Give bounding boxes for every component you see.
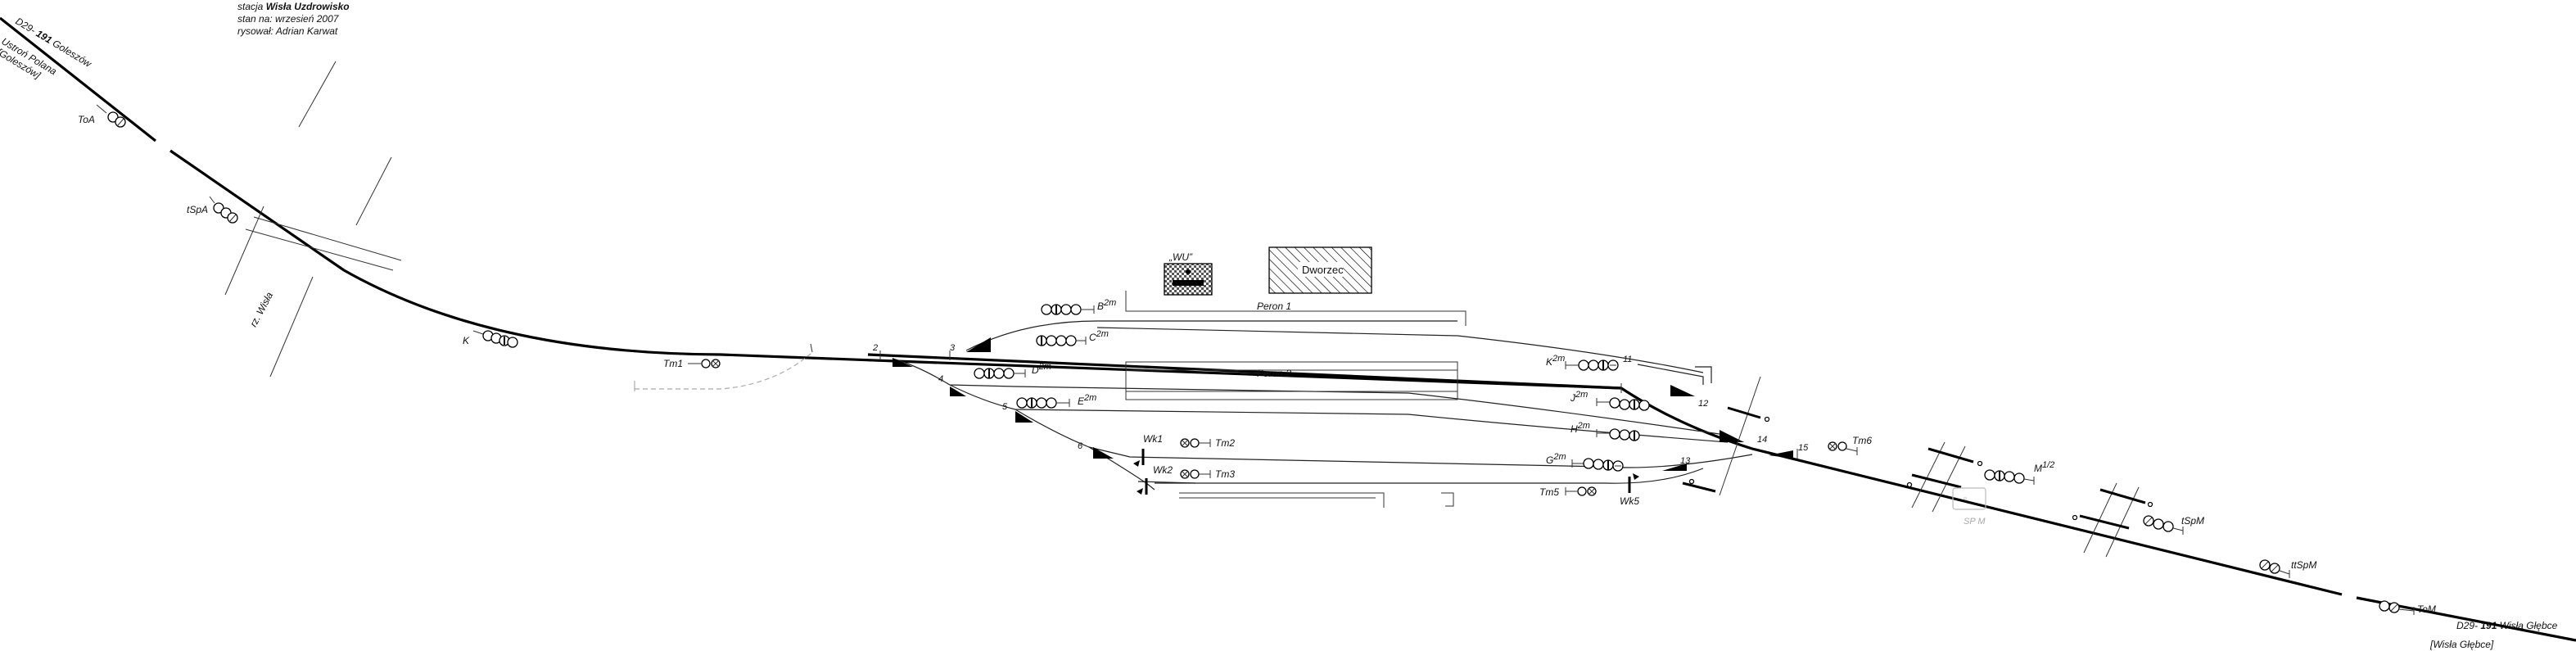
state-date: stan na: wrzesień 2007 bbox=[237, 13, 340, 25]
river-label: rz. Wisła bbox=[247, 290, 275, 328]
signal-tspa: tSpA bbox=[187, 196, 238, 224]
svg-text:M1/2: M1/2 bbox=[2034, 460, 2054, 474]
switch-2: 2 bbox=[872, 343, 878, 353]
line-left-labels: D29- 191 Goleszów Ustroń Polana [Goleszó… bbox=[0, 16, 94, 82]
inactive-siding bbox=[634, 353, 811, 391]
svg-text:Tm3: Tm3 bbox=[1215, 468, 1235, 480]
svg-text:▫: ▫ bbox=[1964, 494, 1967, 504]
signal-m: M1/2 bbox=[1984, 460, 2054, 485]
signal-j: J2m bbox=[1570, 390, 1650, 411]
signal-ttspm: ttSpM bbox=[2259, 559, 2316, 578]
switch-12: 12 bbox=[1698, 399, 1708, 409]
svg-text:H2m: H2m bbox=[1570, 421, 1590, 435]
main-track bbox=[0, 16, 2576, 642]
svg-text:Tm6: Tm6 bbox=[1852, 435, 1872, 446]
signal-k-right: K2m bbox=[1546, 354, 1619, 371]
signal-tm5: Tm5 bbox=[1539, 486, 1597, 498]
signal-wk1: Wk1 bbox=[1133, 433, 1163, 467]
switch-5: 5 bbox=[1002, 402, 1008, 412]
insulation-ticks bbox=[810, 343, 1798, 459]
svg-text:Tm2: Tm2 bbox=[1215, 437, 1235, 449]
svg-text:Tm5: Tm5 bbox=[1539, 486, 1559, 498]
svg-text:Wk1: Wk1 bbox=[1143, 433, 1163, 445]
signal-c: C2m bbox=[1036, 329, 1109, 346]
river-area: rz. Wisła bbox=[224, 61, 402, 377]
station-title: stacja Wisła Uzdrowisko bbox=[237, 1, 350, 12]
switch-13: 13 bbox=[1680, 456, 1691, 466]
signal-wk5: Wk5 bbox=[1620, 473, 1639, 507]
svg-text:Wk5: Wk5 bbox=[1620, 495, 1639, 507]
switch-3: 3 bbox=[950, 343, 956, 353]
svg-text:tSpM: tSpM bbox=[2181, 515, 2204, 527]
sp-m-box: ▫ SP M bbox=[1952, 487, 1986, 527]
switch-4: 4 bbox=[938, 374, 943, 384]
signal-tm2: Tm2 bbox=[1180, 437, 1235, 449]
crossing-mid bbox=[1906, 441, 1983, 513]
platform-2: Peron 2 bbox=[1125, 361, 1458, 400]
author: rysował: Adrian Karwat bbox=[237, 25, 338, 37]
svg-text:J2m: J2m bbox=[1570, 390, 1588, 404]
svg-text:B2m: B2m bbox=[1097, 298, 1116, 312]
level-crossings bbox=[1682, 376, 2153, 558]
svg-text:ToA: ToA bbox=[78, 114, 95, 125]
svg-text:E2m: E2m bbox=[1078, 393, 1096, 407]
svg-text:K2m: K2m bbox=[1546, 354, 1565, 368]
signal-tm6: Tm6 bbox=[1828, 435, 1872, 455]
svg-text:Tm1: Tm1 bbox=[663, 358, 683, 369]
platform-2-label: Peron 2 bbox=[1257, 368, 1291, 379]
switch-11: 11 bbox=[1623, 355, 1632, 364]
switch-triangles bbox=[893, 337, 1793, 471]
svg-text:Wk2: Wk2 bbox=[1153, 464, 1173, 476]
switch-numbers: 2 3 4 5 6 11 12 13 14 15 bbox=[872, 343, 1809, 466]
svg-text:G2m: G2m bbox=[1546, 452, 1566, 466]
line-right-title: D29- 191 Wisła Głębce bbox=[2456, 620, 2558, 631]
station-building: Dworzec bbox=[1268, 246, 1372, 294]
sp-m-label: SP M bbox=[1964, 517, 1986, 527]
signal-e: E2m bbox=[1016, 393, 1096, 409]
signal-wk2: Wk2 bbox=[1137, 464, 1173, 495]
switch-15: 15 bbox=[1798, 443, 1809, 453]
buildings: „WU” Dworzec bbox=[1164, 246, 1372, 296]
signal-h: H2m bbox=[1570, 421, 1640, 441]
svg-text:C2m: C2m bbox=[1089, 329, 1109, 343]
signal-box-label: „WU” bbox=[1168, 251, 1193, 263]
svg-text:ToM: ToM bbox=[2417, 604, 2436, 615]
switch-14: 14 bbox=[1757, 435, 1767, 445]
switch-6: 6 bbox=[1078, 441, 1083, 451]
signal-tom: ToM bbox=[2379, 600, 2436, 615]
line-right-sub: [Wisła Głębce] bbox=[2429, 639, 2494, 650]
signal-d: D2m bbox=[974, 362, 1051, 379]
crossing-right bbox=[2072, 482, 2153, 558]
signal-toa: ToA bbox=[78, 104, 126, 128]
platforms: Peron 1 Peron 2 bbox=[1125, 291, 1467, 508]
platform-1: Peron 1 bbox=[1125, 291, 1467, 326]
platform-3 bbox=[1179, 492, 1454, 508]
signal-g: G2m bbox=[1546, 452, 1624, 472]
station-building-label: Dworzec bbox=[1302, 264, 1344, 276]
svg-text:ttSpM: ttSpM bbox=[2291, 559, 2316, 571]
signal-b: B2m bbox=[1041, 298, 1116, 315]
platform-1-label: Peron 1 bbox=[1257, 301, 1291, 312]
signal-tspm: tSpM bbox=[2143, 515, 2204, 535]
header: stacja Wisła Uzdrowisko stan na: wrzesie… bbox=[237, 1, 350, 37]
signal-k: K bbox=[463, 330, 518, 348]
signal-tm1: Tm1 bbox=[663, 358, 721, 369]
svg-text:D2m: D2m bbox=[1032, 362, 1051, 376]
svg-text:tSpA: tSpA bbox=[187, 204, 208, 215]
svg-text:K: K bbox=[463, 335, 470, 346]
signal-tm3: Tm3 bbox=[1180, 468, 1235, 480]
signal-box: „WU” bbox=[1164, 251, 1213, 296]
signals: ToA tSpA K Tm1 bbox=[78, 104, 2436, 615]
